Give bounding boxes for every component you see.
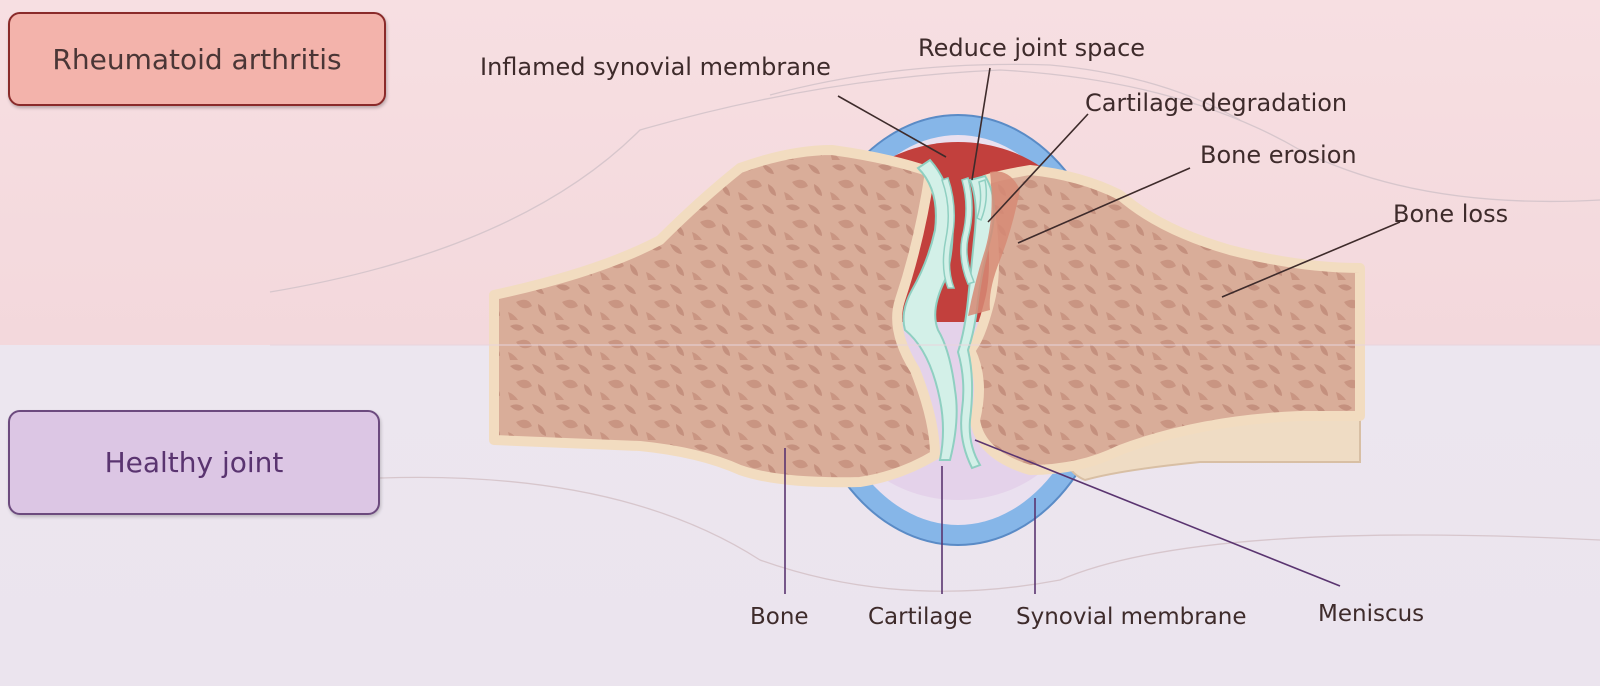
- healthy-joint-title: Healthy joint: [104, 446, 284, 479]
- label-inflamed-synovial-membrane: Inflamed synovial membrane: [480, 53, 831, 81]
- label-cartilage-degradation: Cartilage degradation: [1085, 89, 1347, 117]
- rheumatoid-arthritis-title: Rheumatoid arthritis: [52, 42, 342, 76]
- rheumatoid-arthritis-tag: Rheumatoid arthritis: [8, 12, 386, 106]
- skin-outline: [269, 63, 1600, 592]
- leader-lines-healthy: [784, 439, 1341, 594]
- label-bone-loss: Bone loss: [1393, 200, 1508, 228]
- bone-erosion-patch: [968, 171, 1020, 316]
- label-bone-erosion: Bone erosion: [1200, 141, 1357, 169]
- label-meniscus: Meniscus: [1318, 601, 1424, 627]
- cartilage-fragments: [941, 177, 988, 289]
- healthy-joint-tag: Healthy joint: [8, 410, 380, 515]
- label-synovial-membrane: Synovial membrane: [1016, 604, 1247, 630]
- leader-lines: [837, 67, 1401, 298]
- left-bone: [489, 145, 940, 488]
- label-bone: Bone: [750, 604, 809, 630]
- right-bone: [965, 165, 1365, 475]
- label-cartilage: Cartilage: [868, 604, 972, 630]
- label-reduce-joint-space: Reduce joint space: [918, 34, 1145, 62]
